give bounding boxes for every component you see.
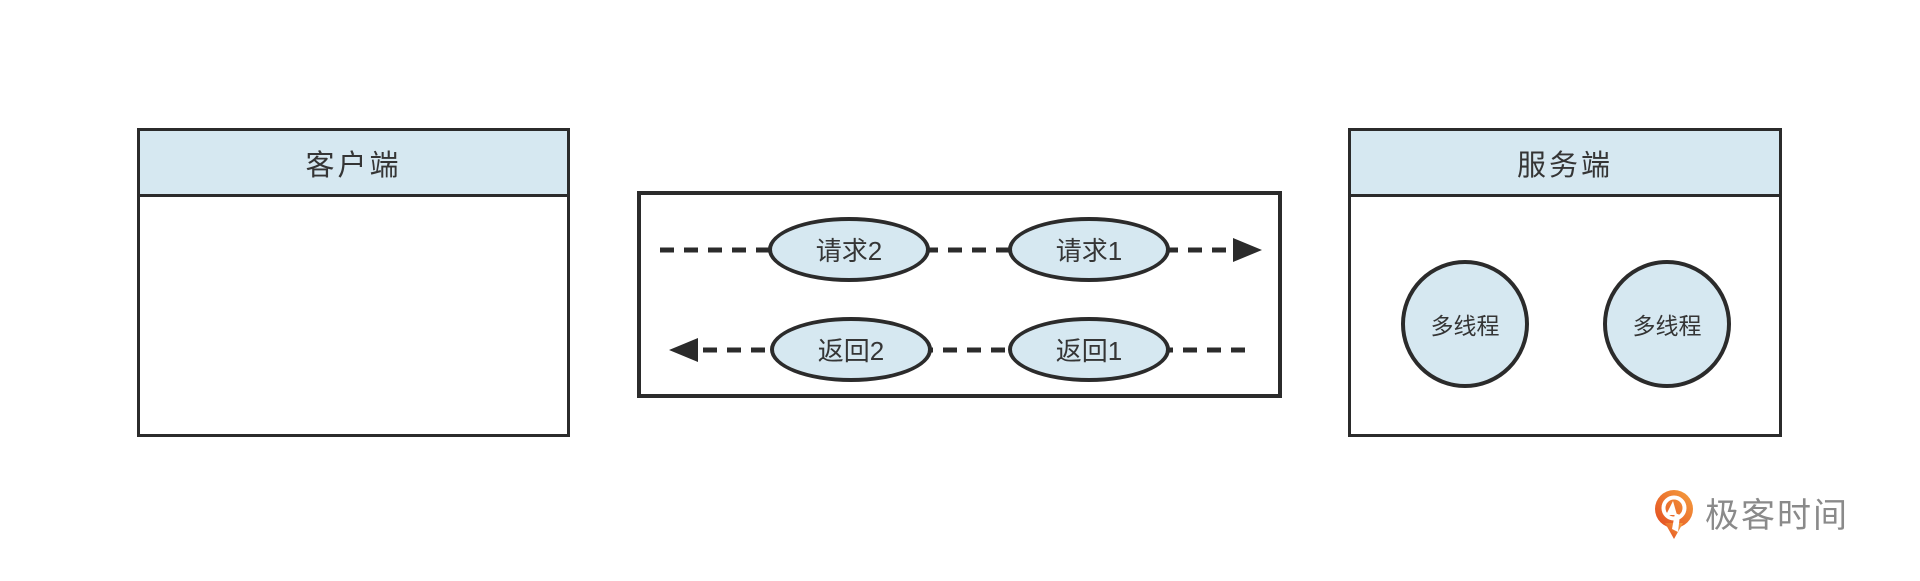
client-box-body <box>140 197 567 434</box>
thread-2-label: 多线程 <box>1632 313 1702 339</box>
dashed-arrow-lines <box>660 238 1262 362</box>
server-box-header: 服务端 <box>1351 131 1779 197</box>
server-box-title: 服务端 <box>1516 149 1613 182</box>
client-box: 客户端 <box>137 128 570 437</box>
geektime-logo-text: 极客时间 <box>1705 497 1849 535</box>
thread-1-label: 多线程 <box>1430 313 1500 339</box>
client-box-title: 客户端 <box>305 149 402 182</box>
response-1-node: 返回1 <box>1008 317 1170 382</box>
server-box-body: 多线程 多线程 <box>1351 197 1779 434</box>
request-2-label: 请求2 <box>815 236 883 266</box>
request-1-node: 请求1 <box>1008 217 1170 282</box>
geektime-logo: 极客时间 <box>1652 488 1849 544</box>
client-box-header: 客户端 <box>140 131 567 197</box>
geektime-pin-icon <box>1655 490 1693 539</box>
thread-circle-2: 多线程 <box>1603 260 1731 388</box>
request-2-node: 请求2 <box>768 217 930 282</box>
server-box: 服务端 多线程 多线程 <box>1348 128 1782 437</box>
thread-circle-1: 多线程 <box>1401 260 1529 388</box>
response-2-node: 返回2 <box>770 317 932 382</box>
request-1-label: 请求1 <box>1055 236 1123 266</box>
response-2-label: 返回2 <box>817 336 885 366</box>
response-arrowhead-left-icon <box>669 338 698 362</box>
request-arrowhead-right-icon <box>1233 238 1262 262</box>
response-1-label: 返回1 <box>1055 336 1123 366</box>
message-channel-box: 请求2 请求1 返回2 返回1 <box>637 191 1282 398</box>
